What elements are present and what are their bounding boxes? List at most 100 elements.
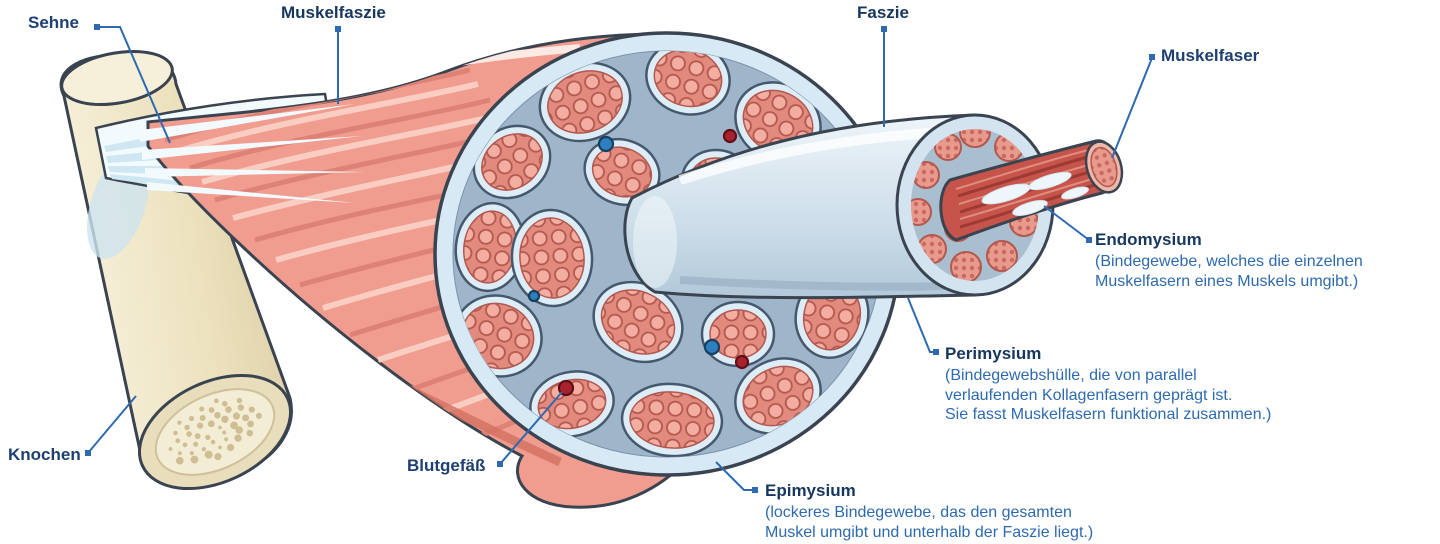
bone-speckle xyxy=(189,451,194,456)
blood-vessel-blue xyxy=(703,338,721,356)
fascicle xyxy=(700,300,776,368)
bone-speckle xyxy=(196,422,204,429)
bone-speckle xyxy=(176,456,184,465)
label-faszie: Faszie xyxy=(857,3,909,22)
bone-speckle xyxy=(224,437,229,442)
bone-speckle xyxy=(222,430,227,435)
blood-vessel-blue xyxy=(527,289,541,303)
bone-speckle xyxy=(204,450,213,459)
bone-speckle xyxy=(230,421,238,430)
bone-speckle xyxy=(221,400,228,407)
bone-speckle xyxy=(175,438,181,444)
fascicle xyxy=(472,124,552,200)
blood-vessel-red xyxy=(557,379,575,397)
bone-speckle xyxy=(205,434,211,440)
sehne-leader-marker xyxy=(94,24,100,30)
muskelfaszie-leader-marker xyxy=(335,26,341,32)
bone-speckle xyxy=(207,420,215,428)
bone-speckle xyxy=(247,420,254,428)
bone-speckle xyxy=(235,426,244,434)
muscle-fiber-cross-section xyxy=(950,251,982,281)
endomysium-leader-line xyxy=(1043,205,1090,241)
bone-speckle xyxy=(218,445,222,450)
bone-speckle xyxy=(226,443,235,452)
sehne-leader-line xyxy=(97,26,171,144)
label-epimysium: Epimysium (lockeres Bindegewebe, das den… xyxy=(765,481,1093,542)
tube-shadow xyxy=(679,276,946,291)
bone-speckle xyxy=(208,407,215,413)
muscle-fiber-cross-section xyxy=(959,129,991,148)
bone-speckles xyxy=(168,397,262,465)
leader-lines xyxy=(85,24,1155,493)
bone-speckle xyxy=(237,404,245,411)
knochen-leader-marker xyxy=(85,450,91,456)
bone-marrow xyxy=(154,388,276,476)
blutgefaess-leader-line xyxy=(499,391,563,465)
bone-speckle xyxy=(193,441,199,447)
label-knochen: Knochen xyxy=(8,445,81,464)
tube-end-sheen xyxy=(633,196,677,288)
knochen-leader-line xyxy=(87,395,137,454)
bone-speckle xyxy=(255,412,262,419)
bone-speckle xyxy=(221,415,229,423)
blutgefaess-leader-marker xyxy=(497,461,503,467)
bone-speckle xyxy=(236,397,243,404)
muscle-fiber-cross-section xyxy=(986,240,1018,272)
fascicle xyxy=(645,51,731,116)
endomysium-patches xyxy=(981,171,1089,216)
bone-speckle xyxy=(232,412,241,420)
bone-speckle xyxy=(218,425,222,430)
fascicle xyxy=(529,370,615,438)
muskelfaser-leader-marker xyxy=(1149,54,1155,60)
bone-speckle xyxy=(186,431,192,437)
label-muskelfaszie: Muskelfaszie xyxy=(281,3,386,22)
endomysium-description: (Bindegewebe, welches die einzelnen Musk… xyxy=(1095,253,1363,290)
bone-speckle xyxy=(168,447,173,451)
bone-speckle xyxy=(210,439,216,445)
endomysium-title: Endomysium xyxy=(1095,230,1202,249)
bone-speckle xyxy=(234,434,242,442)
bone-speckle xyxy=(177,451,182,456)
blood-vessel-red xyxy=(734,354,750,370)
bone-speckle xyxy=(214,452,222,461)
tube-highlight xyxy=(678,127,951,185)
faszie-leader-marker xyxy=(881,26,887,32)
blood-vessel-red xyxy=(722,128,738,144)
fascicle xyxy=(538,61,632,143)
bone-speckle xyxy=(199,414,206,421)
epimysium-leader-marker xyxy=(752,487,758,493)
bone-speckle xyxy=(182,442,188,448)
label-perimysium: Perimysium (Bindegewebshülle, die von pa… xyxy=(945,344,1271,425)
bone-speckle xyxy=(246,429,254,437)
blood-vessel-group xyxy=(527,128,750,397)
bone-speckle xyxy=(177,420,182,425)
perimysium-leader-marker xyxy=(933,349,939,355)
epimysium-description: (lockeres Bindegewebe, das den gesamten … xyxy=(765,504,1094,541)
fascicle xyxy=(592,280,684,364)
bone-speckle xyxy=(201,446,207,452)
perimysium-title: Perimysium xyxy=(945,344,1042,363)
bone-speckle xyxy=(214,411,221,419)
tube-body xyxy=(623,113,977,300)
bone-speckle xyxy=(213,398,219,404)
fascicle xyxy=(510,208,594,308)
bone-speckle xyxy=(199,406,205,412)
muscle-fiber xyxy=(939,139,1124,242)
bone-speckle xyxy=(242,414,250,422)
tendon-muscle-interdigitation xyxy=(140,104,365,203)
perimysium-leader-line xyxy=(907,297,938,353)
muskelfaser-leader-line xyxy=(1111,57,1153,159)
endomysium-leader-marker xyxy=(1086,237,1092,243)
label-blutgefaess: Blutgefäß xyxy=(407,456,486,475)
bone-speckle xyxy=(184,424,190,431)
bone-speckle xyxy=(190,455,199,464)
blood-vessel-blue xyxy=(597,135,615,153)
bone-speckle xyxy=(194,433,201,440)
label-endomysium: Endomysium (Bindegewebe, welches die ein… xyxy=(1095,230,1363,291)
fascicle xyxy=(583,137,661,207)
bone-speckle xyxy=(188,415,195,422)
fiber-tip-myofibrils xyxy=(1090,146,1118,188)
bone-top-cap xyxy=(60,50,174,106)
